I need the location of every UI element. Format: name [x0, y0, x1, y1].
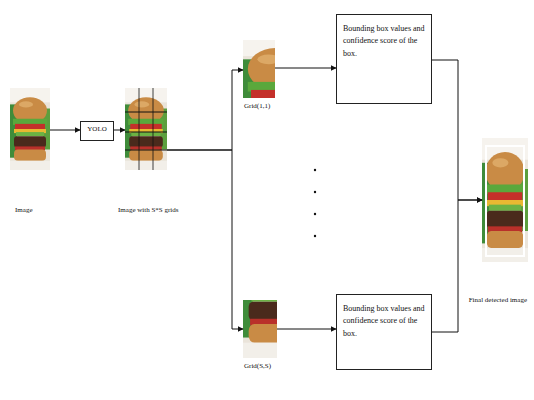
- box-text: Bounding box values and confidence score…: [343, 23, 425, 60]
- ellipsis-dots: [314, 169, 316, 237]
- image-thumbnail: Image: [10, 88, 50, 170]
- image-thumbnail: Grid(1,1): [243, 40, 275, 98]
- grid-cell-photo: [243, 222, 300, 358]
- image-caption: Grid(1,1): [243, 102, 271, 110]
- image-caption: Image: [14, 206, 34, 214]
- image-thumbnail: Grid(S,S): [243, 300, 277, 358]
- detected-photo: [482, 138, 528, 262]
- image-caption: Final detected image: [468, 296, 528, 304]
- arrow-connector: [167, 150, 243, 329]
- arrow-connector: [277, 329, 336, 330]
- image-thumbnail: Final detected image: [482, 138, 528, 262]
- gridded-photo: [125, 88, 167, 170]
- process-box: Bounding box values and confidence score…: [336, 294, 432, 370]
- arrow-connector: [114, 130, 125, 131]
- image-caption: Image with S*S grids: [117, 206, 179, 214]
- image-caption: Grid(S,S): [243, 362, 272, 370]
- arrow-connector: [432, 200, 482, 332]
- arrow-connector: [50, 130, 80, 131]
- box-text: Bounding box values and confidence score…: [343, 303, 425, 340]
- process-box: Bounding box values and confidence score…: [336, 14, 432, 104]
- grid-cell-photo: [243, 34, 307, 163]
- arrow-connector: [275, 68, 336, 69]
- arrow-connector: [167, 70, 243, 150]
- arrow-connector: [432, 60, 482, 200]
- process-box: YOLO: [80, 121, 114, 141]
- image-thumbnail: Image with S*S grids: [125, 88, 167, 170]
- burger-photo: [10, 88, 50, 170]
- box-text: YOLO: [85, 125, 109, 134]
